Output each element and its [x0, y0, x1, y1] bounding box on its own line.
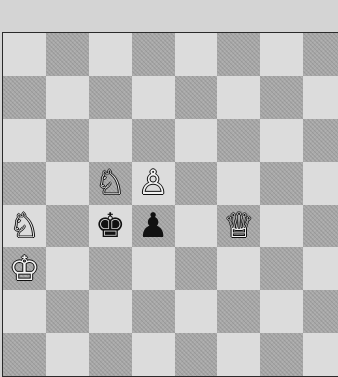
- square-g4[interactable]: [260, 205, 303, 248]
- square-d1[interactable]: [132, 333, 175, 376]
- square-h1[interactable]: [303, 333, 338, 376]
- square-d4[interactable]: ♟: [132, 205, 175, 248]
- square-e3[interactable]: [175, 247, 218, 290]
- square-a5[interactable]: [3, 162, 46, 205]
- chess-board: ♘ ♙ ♘ ♚ ♟ ♕ ♔: [2, 32, 338, 377]
- white-king-icon[interactable]: ♔: [9, 252, 39, 286]
- square-a3[interactable]: ♔: [3, 247, 46, 290]
- square-a6[interactable]: [3, 119, 46, 162]
- square-c1[interactable]: [89, 333, 132, 376]
- square-b5[interactable]: [46, 162, 89, 205]
- square-e5[interactable]: [175, 162, 218, 205]
- square-g7[interactable]: [260, 76, 303, 119]
- square-f3[interactable]: [217, 247, 260, 290]
- square-h2[interactable]: [303, 290, 338, 333]
- square-g8[interactable]: [260, 33, 303, 76]
- square-f7[interactable]: [217, 76, 260, 119]
- square-g6[interactable]: [260, 119, 303, 162]
- square-f8[interactable]: [217, 33, 260, 76]
- square-f1[interactable]: [217, 333, 260, 376]
- square-b8[interactable]: [46, 33, 89, 76]
- square-d8[interactable]: [132, 33, 175, 76]
- square-b3[interactable]: [46, 247, 89, 290]
- square-c2[interactable]: [89, 290, 132, 333]
- square-d6[interactable]: [132, 119, 175, 162]
- square-a1[interactable]: [3, 333, 46, 376]
- square-d5[interactable]: ♙: [132, 162, 175, 205]
- black-pawn-icon[interactable]: ♟: [138, 209, 168, 243]
- square-g3[interactable]: [260, 247, 303, 290]
- square-f2[interactable]: [217, 290, 260, 333]
- square-d2[interactable]: [132, 290, 175, 333]
- square-h6[interactable]: [303, 119, 338, 162]
- square-c5[interactable]: ♘: [89, 162, 132, 205]
- square-e4[interactable]: [175, 205, 218, 248]
- square-g2[interactable]: [260, 290, 303, 333]
- square-c8[interactable]: [89, 33, 132, 76]
- square-b2[interactable]: [46, 290, 89, 333]
- square-a2[interactable]: [3, 290, 46, 333]
- square-c4[interactable]: ♚: [89, 205, 132, 248]
- square-f4[interactable]: ♕: [217, 205, 260, 248]
- square-h4[interactable]: [303, 205, 338, 248]
- square-e2[interactable]: [175, 290, 218, 333]
- square-b1[interactable]: [46, 333, 89, 376]
- square-h5[interactable]: [303, 162, 338, 205]
- white-knight-icon[interactable]: ♘: [9, 209, 39, 243]
- square-b7[interactable]: [46, 76, 89, 119]
- square-a8[interactable]: [3, 33, 46, 76]
- square-h3[interactable]: [303, 247, 338, 290]
- square-e1[interactable]: [175, 333, 218, 376]
- square-e7[interactable]: [175, 76, 218, 119]
- square-d3[interactable]: [132, 247, 175, 290]
- white-knight-icon[interactable]: ♘: [95, 166, 125, 200]
- square-a4[interactable]: ♘: [3, 205, 46, 248]
- square-b4[interactable]: [46, 205, 89, 248]
- square-d7[interactable]: [132, 76, 175, 119]
- square-c6[interactable]: [89, 119, 132, 162]
- square-g5[interactable]: [260, 162, 303, 205]
- white-queen-icon[interactable]: ♕: [224, 209, 254, 243]
- square-c7[interactable]: [89, 76, 132, 119]
- white-pawn-icon[interactable]: ♙: [138, 166, 168, 200]
- square-e8[interactable]: [175, 33, 218, 76]
- square-h7[interactable]: [303, 76, 338, 119]
- square-c3[interactable]: [89, 247, 132, 290]
- square-h8[interactable]: [303, 33, 338, 76]
- square-f6[interactable]: [217, 119, 260, 162]
- square-a7[interactable]: [3, 76, 46, 119]
- black-king-icon[interactable]: ♚: [95, 209, 125, 243]
- square-e6[interactable]: [175, 119, 218, 162]
- square-b6[interactable]: [46, 119, 89, 162]
- square-g1[interactable]: [260, 333, 303, 376]
- square-f5[interactable]: [217, 162, 260, 205]
